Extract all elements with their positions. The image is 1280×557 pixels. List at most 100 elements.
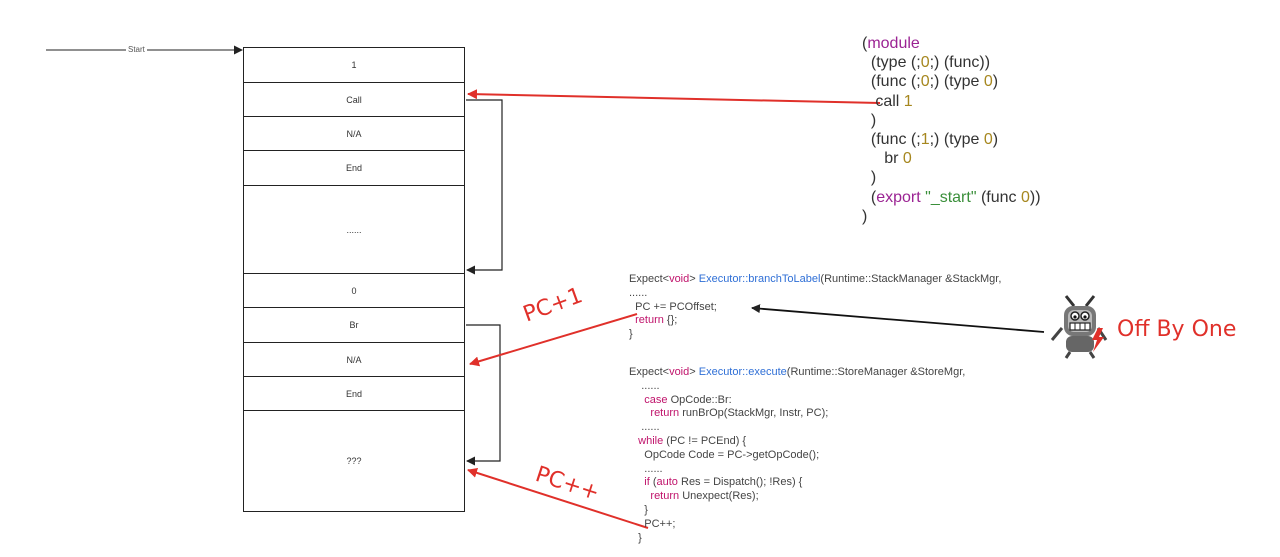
code-line-token: } [629,531,642,544]
cell-br: Br [243,307,465,343]
code-line-token: } [629,328,633,341]
wat-line-token: ;) (type [929,73,984,91]
wat-line-token: 1 [903,92,913,110]
cell-call: Call [243,82,465,117]
code-line-token: return [650,407,680,420]
wat-line-token: module [867,35,920,52]
call-link-arrow [467,89,881,104]
code-line: case OpCode::Br: [629,394,965,408]
code-line-token: ...... [629,421,660,434]
code-line-token: OpCode::Br: [667,393,732,406]
wat-line-token: 0 [920,54,930,72]
cell-ellipsis: ...... [243,185,465,274]
execute-code: Expect<void> Executor::execute(Runtime::… [629,366,965,545]
code-line: if (auto Res = Dispatch(); !Res) { [629,476,965,490]
code-line-token: Res = Dispatch(); !Res) { [677,476,803,489]
wat-line-token: ) [992,73,999,91]
code-line-token: (PC != PCEnd) { [663,434,747,447]
wat-line-token: ) [862,169,877,187]
code-line-token: Expect< [629,366,670,378]
wat-line-token: 0 [1020,188,1030,206]
wat-line-token: "_start" [920,188,977,206]
cell-const-1: 1 [243,47,465,83]
wat-line-token: export [876,188,921,206]
code-line-token [629,407,650,419]
code-line-token: void [669,273,690,285]
off-by-one-label: Off By One [1117,317,1237,342]
code-line-token: Unexpect(Res); [679,490,759,503]
code-line-token: {}; [663,314,678,327]
off-by-one-pointer [751,304,1045,333]
code-line-token [629,435,638,447]
wat-line-token: 0 [983,131,993,149]
code-line: ...... [629,287,1001,301]
cell-const-0: 0 [243,273,465,308]
wat-line-token: call [862,92,904,110]
code-line: ...... [629,380,965,394]
wat-line-token: 1 [920,131,930,149]
code-line: PC += PCOffset; [629,301,1001,315]
wat-line-token: (type (; [862,54,921,72]
br-branch-arrow [466,324,501,466]
wat-line: br 0 [862,149,1041,168]
wat-line: (module [862,34,1041,53]
cell-na-2: N/A [243,342,465,377]
code-line-token: return [650,490,680,503]
code-line-token: case [644,393,668,406]
wat-line-token: br [862,150,903,168]
wat-line-token: ) [862,207,868,225]
wat-line: ) [862,111,1041,130]
pc-increment-arrow [467,468,649,529]
code-line-token: > [689,273,699,285]
start-label: Start [126,45,147,54]
code-line-token: Executor::execute [698,366,787,378]
lightning-icon [1092,328,1104,352]
code-line: } [629,328,1001,342]
cell-unknown: ??? [243,410,465,512]
code-line: while (PC != PCEnd) { [629,435,965,449]
wat-line: ) [862,168,1041,187]
code-line-token: auto [656,476,678,489]
wat-line: (func (;1;) (type 0) [862,130,1041,149]
code-line: return Unexpect(Res); [629,490,965,504]
code-line: PC++; [629,518,965,532]
cell-end-2: End [243,376,465,411]
wat-line-token: ;) (func)) [929,54,991,72]
code-line-token: > [689,366,699,378]
wat-line-token: 0 [983,73,993,91]
wat-line-token: ) [992,131,999,149]
wat-line-token: ( [862,188,877,206]
code-line-token: while [638,434,664,447]
code-line-token: ( [649,476,657,489]
code-line: return runBrOp(StackMgr, Instr, PC); [629,407,965,421]
wat-module-source: (module (type (;0;) (func)) (func (;0;) … [862,34,1041,226]
wat-line-token: (func (; [862,131,921,149]
wat-line-token: ( [862,35,868,52]
code-line-token: (Runtime::StoreManager &StoreMgr, [786,366,966,378]
code-line-token: ...... [629,462,663,475]
code-line-token: OpCode Code = PC->getOpCode(); [629,448,820,461]
wat-line-token: )) [1029,188,1041,206]
code-line-token [629,490,650,502]
code-line-token: ...... [629,286,648,299]
wat-line: (type (;0;) (func)) [862,53,1041,72]
bug-icon [1050,295,1108,359]
code-line: OpCode Code = PC->getOpCode(); [629,449,965,463]
code-line-token: (Runtime::StackManager &StackMgr, [820,273,1002,285]
call-return-arrow [466,99,503,275]
code-line-token: ...... [629,379,660,392]
code-line: ...... [629,463,965,477]
cell-end-1: End [243,150,465,186]
code-line: ...... [629,421,965,435]
code-line: } [629,532,965,546]
code-line: return {}; [629,314,1001,328]
code-line-token: Executor::branchToLabel [698,273,821,285]
code-line-token: } [629,503,648,516]
wat-line: (func (;0;) (type 0) [862,72,1041,91]
code-line-token: PC += PCOffset; [629,300,717,313]
code-line: Expect<void> Executor::execute(Runtime::… [629,366,965,380]
pc-plus-one-arrow [469,313,638,367]
wat-line-token: ;) (type [929,131,984,149]
wat-line-token: 0 [920,73,930,91]
code-line-token: return [635,314,664,327]
